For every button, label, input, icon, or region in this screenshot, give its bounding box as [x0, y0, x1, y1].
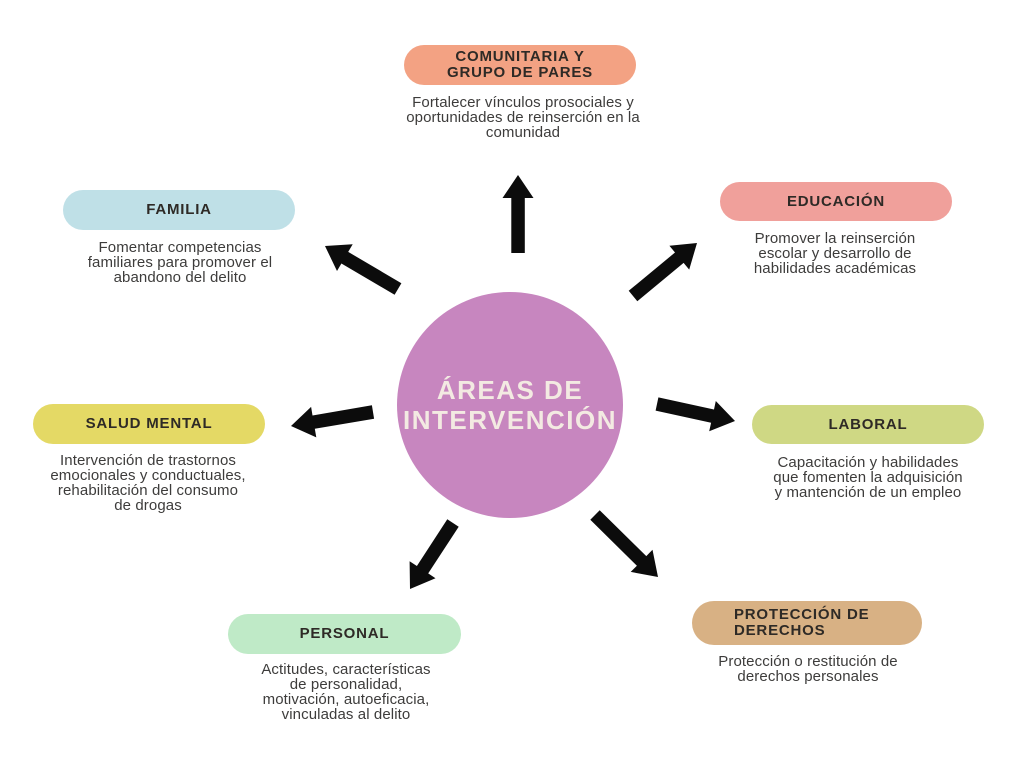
node-description-proteccion-de-derechos: Protección o restitución de derechos per… [718, 653, 898, 685]
arrow-laboral [655, 397, 735, 432]
node-label-laboral: LABORAL [828, 415, 908, 433]
arrow-personal [409, 519, 459, 589]
node-label-educacion: EDUCACIÓN [786, 192, 886, 210]
node-pill-proteccion-de-derechos: PROTECCIÓN DE DERECHOS [692, 601, 922, 645]
node-description-familia: Fomentar competencias familiares para pr… [87, 239, 273, 286]
arrow-comunitaria [502, 175, 534, 253]
node-pill-laboral: LABORAL [752, 405, 984, 444]
node-label-familia: FAMILIA [146, 201, 212, 218]
node-description-educacion: Promover la reinserción escolar y desarr… [753, 230, 917, 277]
node-pill-familia: FAMILIA [63, 190, 295, 230]
arrow-salud-mental [291, 405, 375, 438]
node-pill-educacion: EDUCACIÓN [720, 182, 952, 221]
node-pill-salud-mental: SALUD MENTAL [33, 404, 265, 444]
node-label-salud-mental: SALUD MENTAL [85, 415, 213, 432]
center-title: ÁREAS DE INTERVENCIÓN [403, 375, 617, 435]
center-circle: ÁREAS DE INTERVENCIÓN [397, 292, 623, 518]
arrow-proteccion-de-derechos [590, 510, 658, 577]
node-description-personal: Actitudes, características de personalid… [261, 661, 431, 723]
node-pill-personal: PERSONAL [228, 614, 461, 654]
node-label-personal: PERSONAL [299, 625, 390, 642]
node-description-salud-mental: Intervención de trastornos emocionales y… [50, 452, 246, 514]
node-description-comunitaria: Fortalecer vínculos prosociales y oportu… [406, 94, 640, 141]
node-description-laboral: Capacitación y habilidades que fomenten … [773, 454, 963, 501]
node-label-comunitaria: COMUNITARIA Y GRUPO DE PARES [447, 48, 593, 81]
node-pill-comunitaria: COMUNITARIA Y GRUPO DE PARES [404, 45, 636, 85]
node-label-proteccion-de-derechos: PROTECCIÓN DE DERECHOS [734, 606, 870, 639]
